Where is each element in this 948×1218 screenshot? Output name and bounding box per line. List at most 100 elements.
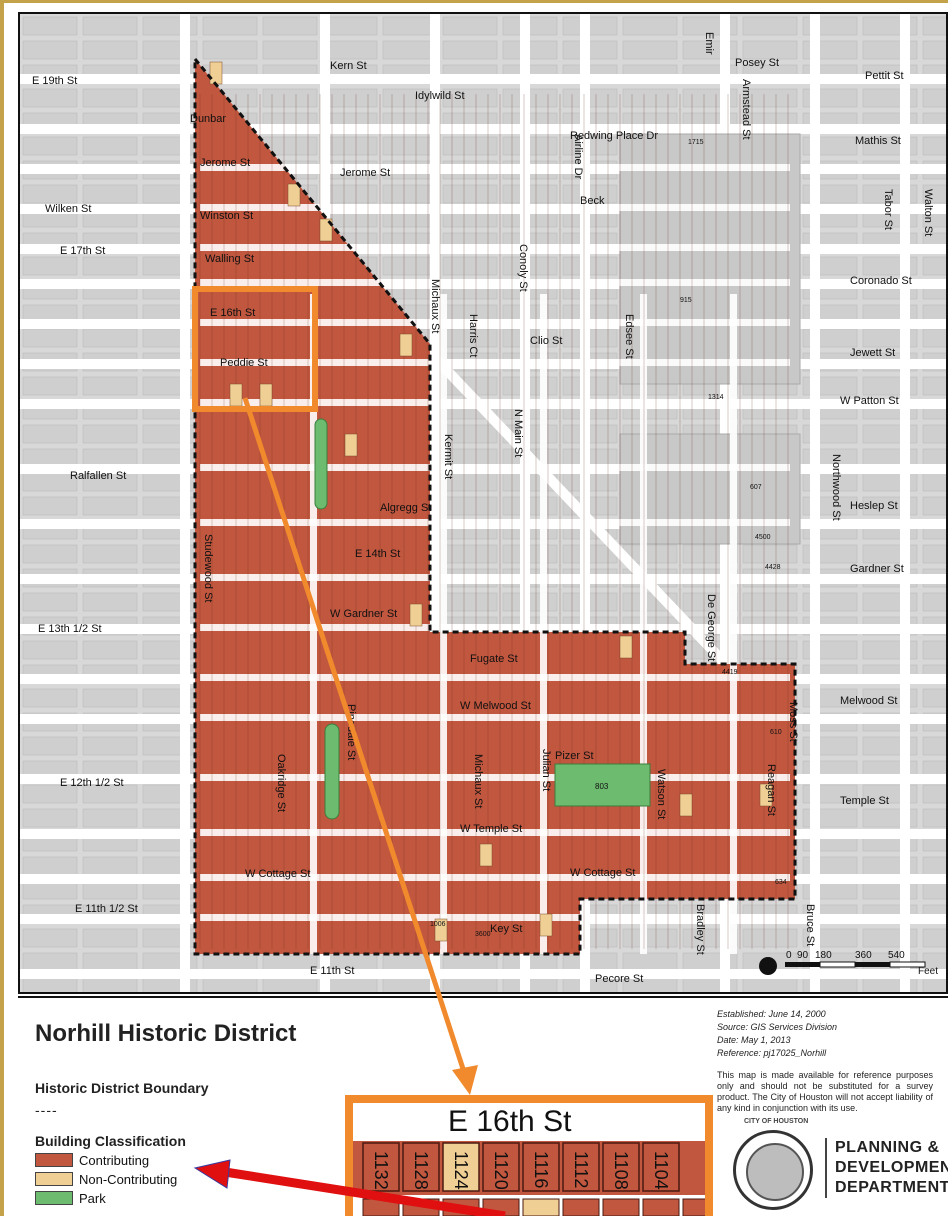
- street-label-vertical: Conoly St: [517, 244, 529, 292]
- street-label-vertical: Pinedale St: [345, 704, 357, 760]
- background-parcel: [382, 256, 438, 276]
- swatch-park: [35, 1191, 73, 1205]
- background-parcel: [322, 184, 378, 204]
- district-street: [200, 359, 790, 366]
- non-contributing-parcel: [679, 793, 693, 817]
- established-date: Established: June 14, 2000: [717, 1009, 826, 1019]
- street-label-vertical: Bruce St: [804, 904, 816, 946]
- zoom-parcel-label: 1104: [651, 1151, 671, 1190]
- park-label: 803: [595, 782, 609, 791]
- zoom-parcel-lower: [522, 1198, 560, 1216]
- background-parcel: [922, 304, 946, 324]
- background-parcel: [742, 928, 798, 948]
- zoom-parcel-label: 1132: [371, 1151, 391, 1190]
- background-parcel: [922, 736, 946, 756]
- district-street: [200, 874, 790, 881]
- zoom-parcel-label: 1124: [451, 1151, 471, 1190]
- street-label-horizontal: Walling St: [205, 253, 254, 265]
- park-block: [554, 763, 651, 807]
- street-label-vertical: Walton St: [922, 189, 934, 236]
- street-h: [20, 124, 946, 134]
- street-h: [20, 969, 946, 979]
- background-parcel: [442, 496, 498, 516]
- non-contributing-parcel: [344, 433, 358, 457]
- street-label-horizontal: Wilken St: [45, 203, 91, 215]
- background-parcel: [22, 88, 78, 108]
- district-street: [200, 244, 790, 251]
- background-parcel: [22, 976, 78, 992]
- street-label-vertical: Oakridge St: [275, 754, 287, 812]
- background-parcel: [382, 976, 438, 992]
- street-label-horizontal: W Melwood St: [460, 700, 531, 712]
- street-v: [520, 14, 530, 992]
- zoom-parcel-lower: [402, 1198, 440, 1216]
- district-street: [200, 519, 790, 526]
- background-parcel: [22, 376, 78, 396]
- background-parcel: [922, 592, 946, 612]
- non-contributing-parcel: [409, 603, 423, 627]
- street-label-horizontal: E 14th St: [355, 548, 400, 560]
- street-label-horizontal: Jerome St: [340, 167, 390, 179]
- background-parcel: [922, 640, 946, 660]
- zoom-parcel: [642, 1142, 680, 1192]
- background-parcel: [82, 592, 138, 612]
- district-street: [200, 464, 790, 471]
- street-label-horizontal: Peddie St: [220, 357, 268, 369]
- street-label-horizontal: E 13th 1/2 St: [38, 623, 102, 635]
- background-parcel: [622, 952, 678, 972]
- background-parcel: [742, 976, 798, 992]
- street-label-horizontal: Pecore St: [595, 973, 643, 985]
- block-label: 610: [770, 729, 782, 736]
- street-label-vertical: Airline Dr: [572, 134, 584, 180]
- seal-text: CITY OF HOUSTON: [744, 1118, 809, 1125]
- boundary-heading: Historic District Boundary: [35, 1080, 209, 1096]
- map-canvas: 8034419610634360010066074500442813149151…: [20, 14, 946, 992]
- background-parcel: [82, 136, 138, 156]
- street-label-vertical: Bradley St: [694, 904, 706, 955]
- background-parcel: [322, 16, 378, 36]
- map-reference: Reference: pj17025_Norhill: [717, 1048, 827, 1058]
- background-parcel: [82, 856, 138, 876]
- zoom-parcel-label: 1116: [531, 1151, 551, 1188]
- street-label-horizontal: Kern St: [330, 60, 367, 72]
- dept-line-1: PLANNING &: [835, 1139, 940, 1156]
- street-label-horizontal: E 11th St: [310, 965, 354, 977]
- zoom-parcel-label: 1128: [411, 1151, 431, 1190]
- sheet-border-left: [0, 0, 4, 1216]
- background-parcel: [922, 40, 946, 60]
- non-contributing-parcel: [759, 783, 773, 807]
- background-parcel: [922, 136, 946, 156]
- district-street: [200, 674, 790, 681]
- street-label-vertical: Edsee St: [623, 314, 635, 359]
- non-contributing-parcel: [209, 61, 223, 85]
- legend-label: Park: [79, 1190, 106, 1206]
- zoom-parcel: [602, 1142, 640, 1192]
- legend-item-park: Park: [35, 1190, 106, 1206]
- background-parcel: [82, 376, 138, 396]
- background-parcel: [922, 544, 946, 564]
- background-parcel: [322, 40, 378, 60]
- street-label-horizontal: Gardner St: [850, 563, 904, 575]
- background-parcel: [262, 976, 318, 992]
- background-parcel: [202, 952, 258, 972]
- background-parcel: [622, 928, 678, 948]
- background-parcel: [442, 952, 498, 972]
- swatch-contributing: [35, 1153, 73, 1167]
- street-v: [180, 14, 190, 992]
- street-label-horizontal: W Gardner St: [330, 608, 397, 620]
- background-parcel: [442, 592, 498, 612]
- large-block: [619, 133, 801, 385]
- street-label-horizontal: Temple St: [840, 795, 889, 807]
- district-street: [200, 399, 790, 406]
- street-label-horizontal: Algregg St: [380, 502, 431, 514]
- street-label-vertical: Michaux St: [429, 279, 441, 333]
- street-label-horizontal: W Cottage St: [245, 868, 310, 880]
- map-date: Date: May 1, 2013: [717, 1035, 791, 1045]
- background-parcel: [742, 40, 798, 60]
- non-contributing-parcel: [619, 635, 633, 659]
- background-parcel: [922, 448, 946, 468]
- street-label-vertical: Emir: [703, 32, 715, 55]
- legend-label: Non-Contributing: [79, 1171, 178, 1187]
- background-parcel: [82, 40, 138, 60]
